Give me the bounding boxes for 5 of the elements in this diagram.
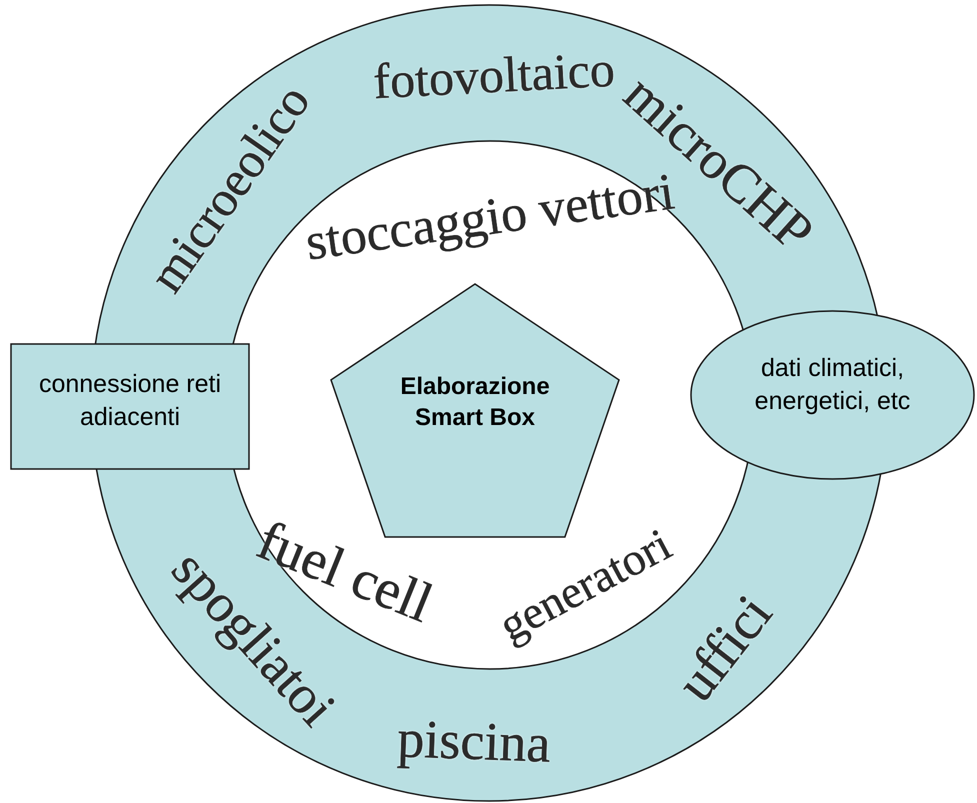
- ring-word: piscina: [396, 711, 552, 771]
- node-label: Elaborazione Smart Box: [399, 372, 551, 434]
- node-label: connessione reti adiacenti: [38, 369, 222, 432]
- node-label: dati climatici, energetici, etc: [754, 353, 912, 416]
- ring-word: fotovoltaico: [372, 44, 616, 106]
